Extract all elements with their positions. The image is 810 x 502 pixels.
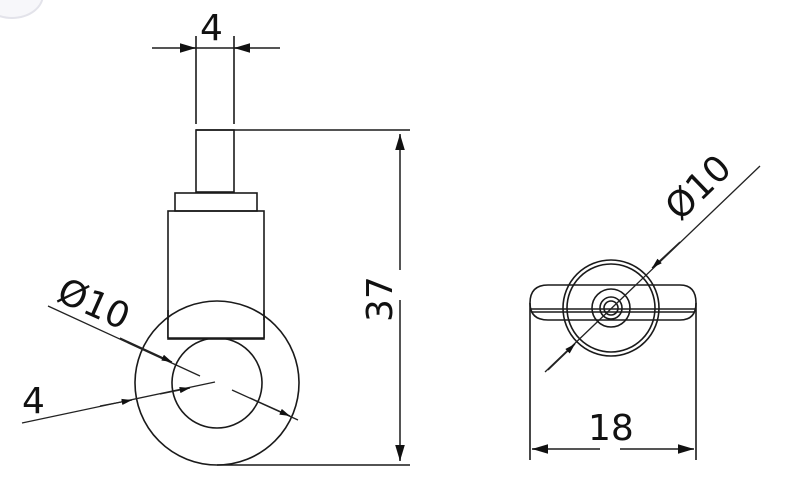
front-view: 4 Ø10 4 xyxy=(21,8,410,466)
top-view: Ø10 18 xyxy=(529,147,761,460)
collar xyxy=(174,192,258,212)
top-hole xyxy=(599,296,623,320)
ring-diameter-leader xyxy=(47,305,201,377)
top-diameter-label: Ø10 xyxy=(658,147,740,228)
top-diameter-leader xyxy=(544,165,761,373)
stem-width-label: 4 xyxy=(200,8,223,49)
top-ring-inner xyxy=(591,288,631,328)
overall-width-label: 18 xyxy=(588,408,634,449)
ring-thickness-label: 4 xyxy=(22,381,45,422)
stem xyxy=(195,129,235,193)
top-ring-outer xyxy=(562,259,660,357)
ring-inner xyxy=(171,337,263,429)
overall-height-label: 37 xyxy=(360,276,401,322)
ring-diameter-label: Ø10 xyxy=(51,271,135,339)
top-ring-outer-2 xyxy=(566,263,656,353)
body xyxy=(167,210,265,340)
